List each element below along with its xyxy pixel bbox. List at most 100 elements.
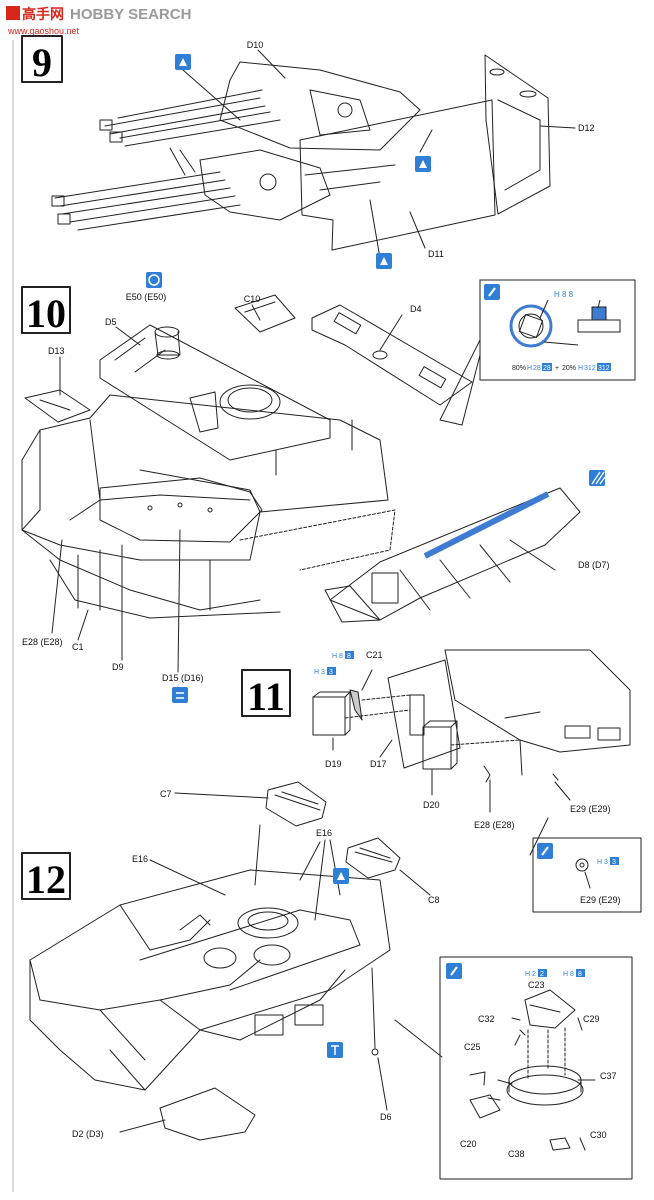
label-d6: D6 [380,1112,392,1122]
part-d2-drawing [159,1087,256,1141]
part-d5-drawing [99,324,331,461]
step-11-callout-frame [532,837,642,913]
lower-machinegun-drawing [51,147,331,231]
watermark-cjk: 高手网 [22,6,64,22]
glue-tube-icon [415,156,431,172]
s12-paint2-h: H [563,971,568,978]
label-e29-callout: E29 (E29) [580,895,621,905]
step-11-box [241,669,291,717]
label-c32: C32 [478,1014,495,1024]
part-e50-drawing [154,326,181,360]
label-d2: D2 (D3) [72,1129,104,1139]
watermark-url: www.gaoshou.net [7,26,80,36]
watermark-brand: HOBBY SEARCH [70,6,191,23]
label-d4: D4 [410,304,422,314]
hull-top-drawing [29,869,391,1091]
label-e50: E50 (E50) [126,292,167,302]
label-d10: D10 [247,40,264,50]
step-11 [241,649,642,913]
label-c1: C1 [72,642,84,652]
part-d19-drawing [312,696,346,736]
label-d13: D13 [48,346,65,356]
mix-h-1: H [527,365,532,372]
glue-tube-icon [175,54,191,70]
label-e16-left: E16 [132,854,148,864]
label-d20: D20 [423,800,440,810]
instruction-icons [146,54,606,1058]
label-d11: D11 [428,249,444,259]
s11-callout-a: 3 [604,859,608,866]
s11-paint1-h: H [332,653,337,660]
part-d15-drawing [99,477,263,543]
label-d19: D19 [325,759,342,769]
antenna-flex-icon [327,1042,343,1058]
s11-paint2-a: 3 [321,669,325,676]
label-c30: C30 [590,1130,607,1140]
part-d11-drawing [299,99,496,251]
label-c29: C29 [583,1014,600,1024]
label-c38: C38 [508,1149,525,1159]
mix-code-1b: 28 [543,365,551,372]
part-d6-drawing [371,967,376,1049]
s11-paint2-h: H [314,669,319,676]
part-e29-detail-drawing [575,858,589,872]
label-c8: C8 [428,895,440,905]
step-12 [21,781,633,1180]
part-c10-drawing [234,294,296,333]
mix-code-2a: 312 [584,365,596,372]
watermark: 高手网 HOBBY SEARCH www.gaoshou.net [6,6,191,36]
step-12-number: 12 [26,857,66,902]
step-9 [21,35,576,259]
step-12-box [21,852,71,900]
s12-paint1-h: H [525,971,530,978]
callout-pointer-12 [394,1019,443,1058]
label-d5: D5 [105,317,117,327]
s12-paint2-a: 8 [570,971,574,978]
part-d13-drawing [24,389,91,423]
glue-tube-icon [376,253,392,269]
s12-paint1-b: 2 [540,971,544,978]
mix-pct-1: 80% [512,365,526,372]
part-c21-drawing [349,689,363,721]
hull-rear-drawing [444,649,631,776]
striped-paint-icon [589,470,606,486]
flip-icon [172,687,188,703]
watermark-logo-icon [6,6,20,20]
rotate-icon [146,272,162,288]
mix-plus: + [555,365,559,372]
s11-paint2-b: 3 [329,669,333,676]
label-d9: D9 [112,662,124,672]
upper-machinegun-drawing [99,61,421,151]
mix-pct-2: 20% [562,365,576,372]
s12-paint2-b: 8 [578,971,582,978]
label-d17: D17 [370,759,387,769]
label-c21: C21 [366,650,383,660]
label-e28-s11: E28 (E28) [474,820,515,830]
mix-h-2: H [578,365,583,372]
part-d12-drawing [484,54,551,215]
step-10-number: 10 [26,291,66,336]
step-12-callout-frame [439,956,633,1180]
label-e16-right: E16 [316,828,332,838]
step-10-box [21,286,71,334]
part-d20-drawing [422,726,452,770]
label-c23: C23 [528,980,545,990]
paint-stripe [423,491,550,559]
step-11-paint-chips: H 8 8 H 3 3 H 3 3 [314,651,619,866]
s12-paint1-a: 2 [532,971,536,978]
paint-code-h8: H 8 8 [554,290,574,299]
step-9-box [21,35,63,83]
part-c7-drawing [265,781,327,827]
callout-pointer [439,339,481,426]
part-e29-drawing [552,773,559,781]
step-12-paint-chips: H 2 2 H 8 8 [446,963,585,979]
glue-tube-icon [333,868,349,884]
label-d8: D8 (D7) [578,560,610,570]
part-e28-drawing [483,765,491,783]
label-c25: C25 [464,1042,481,1052]
s11-callout-b: 3 [612,859,616,866]
step-10 [21,286,581,673]
s11-paint1-b: 8 [347,653,351,660]
part-c8-drawing [345,837,401,879]
